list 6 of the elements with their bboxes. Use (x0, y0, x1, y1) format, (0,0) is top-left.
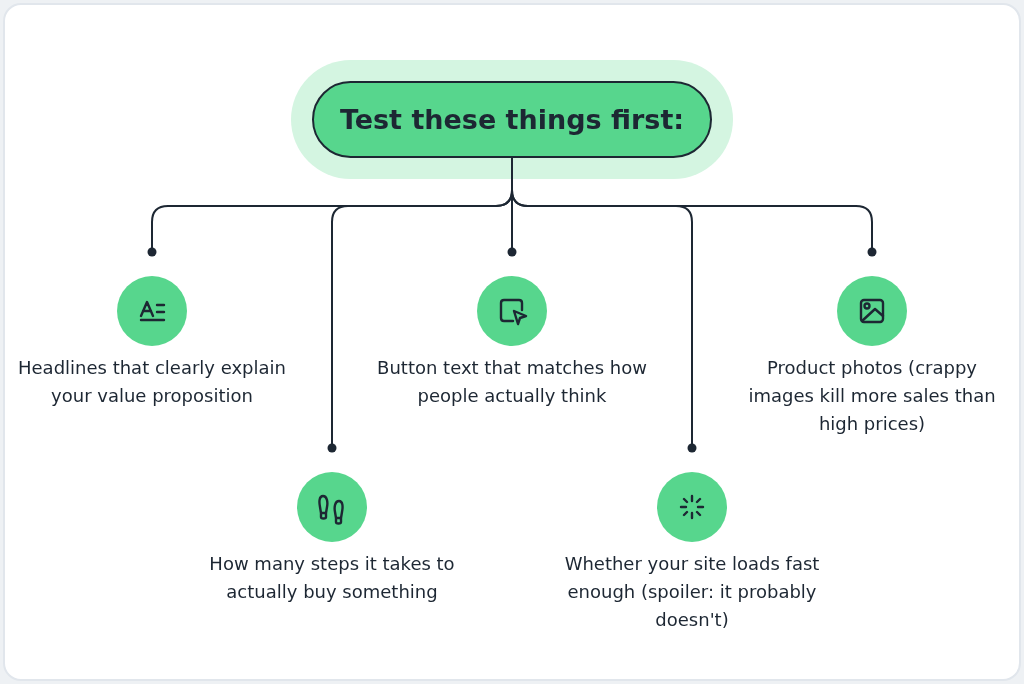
item-text: Product photos (crappy images kill more sales than high prices) (747, 356, 997, 436)
item-text: Button text that matches how people actually think (377, 356, 647, 408)
item-text: Whether your site loads fast enough (spoiler: it probably doesn't) (563, 552, 821, 632)
item-text: How many steps it takes to actually buy something (208, 552, 456, 604)
item-text: Headlines that clearly explain your value proposition (17, 356, 287, 408)
heading-pill: Test these things first: (312, 81, 712, 158)
